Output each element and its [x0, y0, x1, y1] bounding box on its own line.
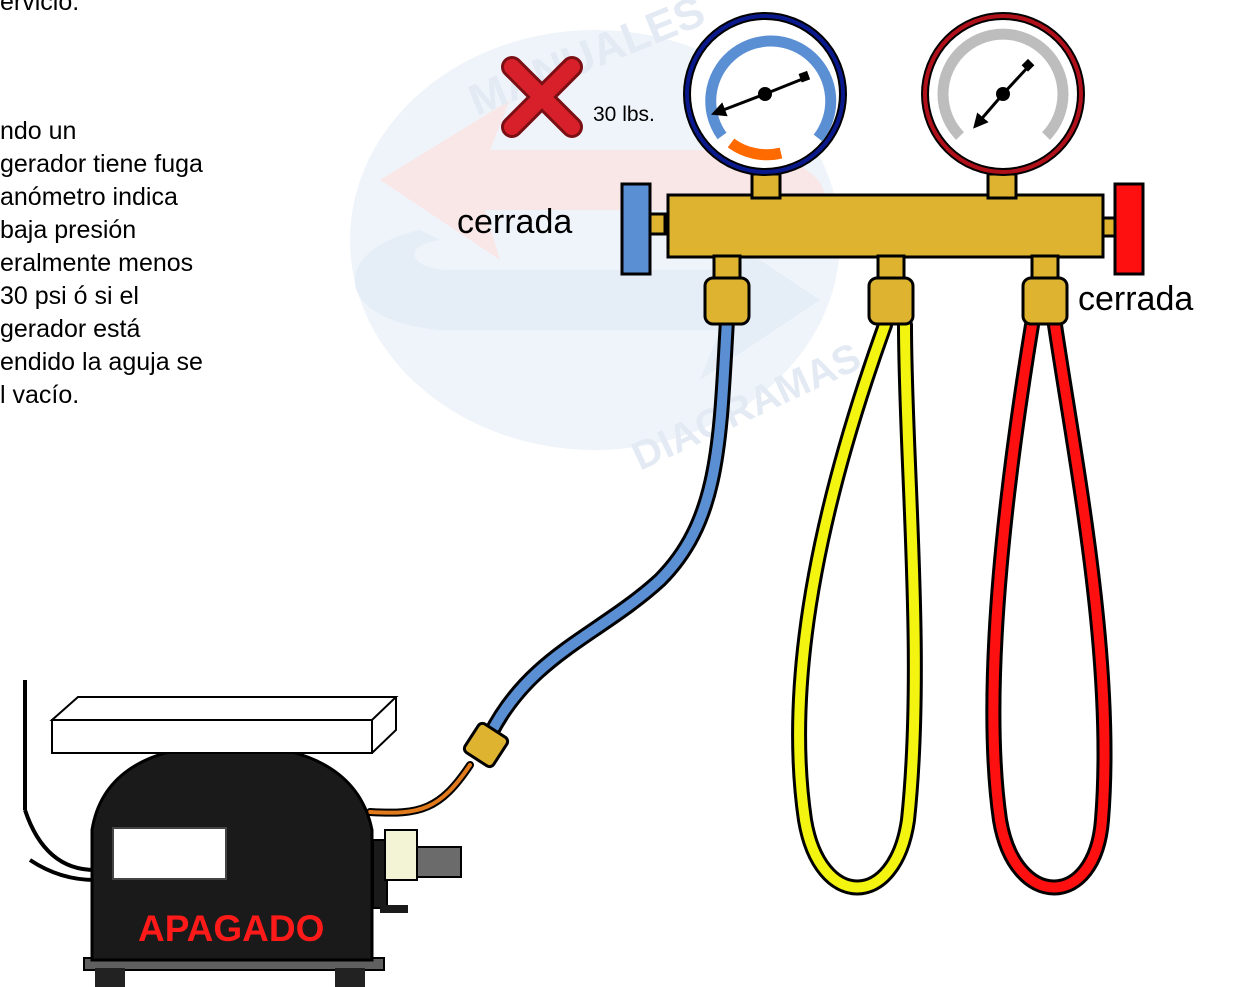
- hose-coupler: [462, 721, 510, 769]
- compressor-icon: [23, 680, 462, 987]
- manifold-body: [638, 172, 1120, 326]
- low-valve-knob[interactable]: [620, 182, 652, 276]
- intro-text: ervicio.: [0, 0, 80, 16]
- paragraph-line: anómetro indica: [0, 183, 178, 211]
- paragraph-line: ndo un: [0, 117, 77, 145]
- pressure-reading-label: 30 lbs.: [593, 103, 655, 126]
- explanation-paragraph: ndo un gerador tiene fuga anómetro indic…: [0, 115, 203, 412]
- high-pressure-gauge: [921, 12, 1085, 176]
- paragraph-line: eralmente menos: [0, 249, 194, 277]
- paragraph-line: 30 psi ó si el: [0, 282, 139, 310]
- paragraph-line: baja presión: [0, 216, 137, 244]
- hoses: [366, 312, 1113, 896]
- compressor-status-label: APAGADO: [138, 908, 325, 949]
- high-side-hose: [985, 317, 1113, 896]
- right-valve-label: cerrada: [1078, 280, 1194, 318]
- left-valve-label: cerrada: [457, 203, 573, 241]
- paragraph-line: endido la aguja se: [0, 348, 203, 376]
- low-pressure-gauge: [683, 12, 847, 176]
- x-mark-icon: [501, 56, 583, 138]
- compressor-line: [366, 761, 474, 817]
- paragraph-line: gerador está: [0, 315, 141, 343]
- high-valve-knob[interactable]: [1113, 182, 1145, 276]
- paragraph-line: l vacío.: [0, 381, 80, 409]
- paragraph-line: gerador tiene fuga: [0, 150, 203, 178]
